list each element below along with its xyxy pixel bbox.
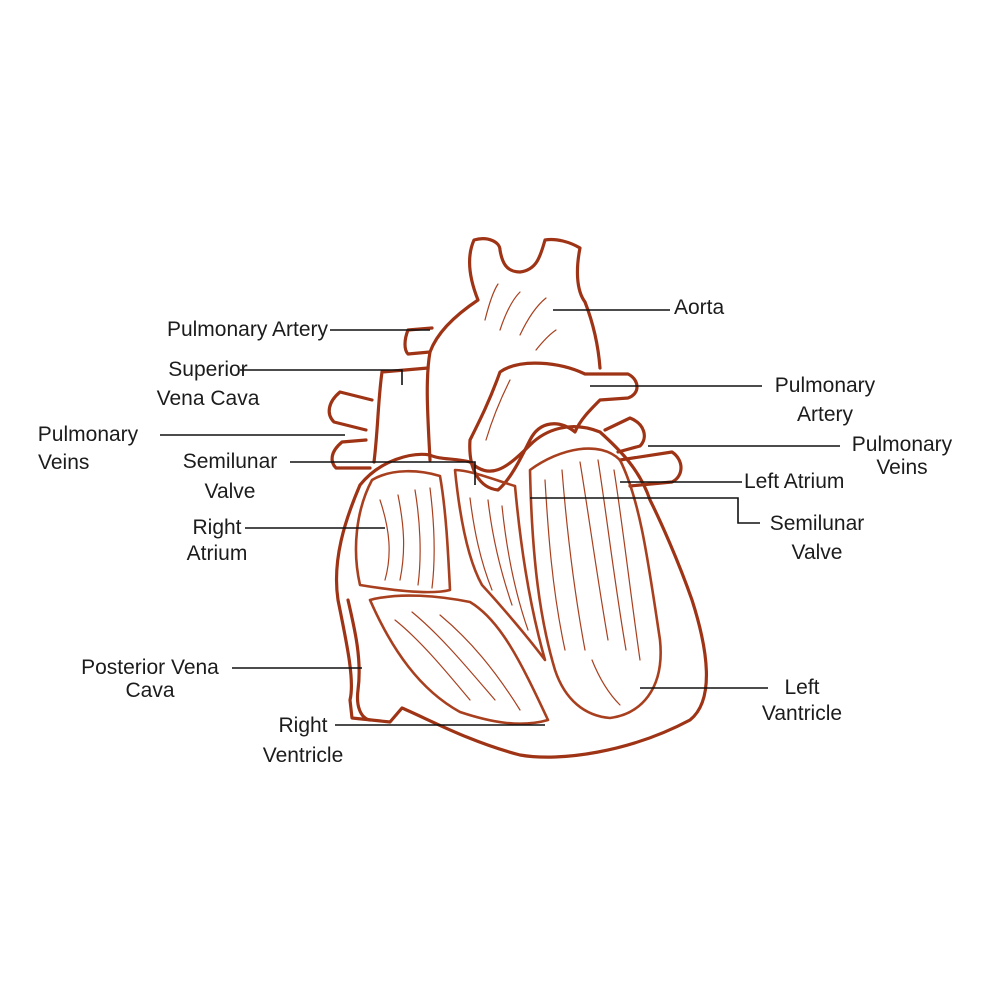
aorta-outline: [425, 237, 602, 462]
label-semilunar-valve-left: Semilunar Valve: [160, 449, 300, 505]
label-line: Veins: [38, 451, 90, 474]
leader-lines: [160, 309, 840, 726]
superior-vena-cava-outline: [372, 366, 430, 464]
leader-semilunar-valve-right: [530, 497, 760, 524]
label-line: Valve: [791, 541, 843, 564]
label-line: Cava: [125, 679, 175, 702]
label-pulmonary-veins-left: Pulmonary Veins: [18, 422, 158, 476]
posterior-vena-cava-outline: [346, 598, 372, 722]
label-line: Valve: [204, 480, 256, 503]
label-pulmonary-artery-right: Pulmonary Artery: [750, 373, 900, 428]
label-right-atrium: Right Atrium: [162, 515, 272, 567]
label-line: Pulmonary: [851, 433, 953, 456]
leader-superior-vena-cava: [240, 369, 403, 385]
label-line: Posterior Vena: [81, 656, 219, 679]
label-line: Left Atrium: [744, 470, 845, 493]
label-line: Ventricle: [262, 744, 344, 767]
label-line: Right: [192, 516, 242, 539]
leader-semilunar-valve-left: [290, 461, 476, 485]
label-line: Vantricle: [761, 702, 843, 725]
label-left-ventricle: Left Vantricle: [742, 675, 862, 727]
heart-outer-contour: [334, 425, 708, 759]
label-left-atrium: Left Atrium: [744, 469, 884, 495]
pulmonary-veins-left-outline: [327, 390, 374, 470]
label-line: Left: [784, 676, 820, 699]
label-line: Right: [278, 714, 328, 737]
label-line: Pulmonary Artery: [166, 318, 328, 341]
heart-illustration: [327, 237, 708, 759]
label-aorta: Aorta: [674, 295, 774, 321]
label-semilunar-valve-right: Semilunar Valve: [752, 511, 882, 566]
label-line: Artery: [796, 403, 853, 426]
left-ventricle-chamber: [528, 447, 662, 720]
label-line: Vena Cava: [156, 387, 260, 410]
label-line: Pulmonary: [774, 374, 876, 397]
label-line: Aorta: [674, 296, 725, 319]
label-line: Pulmonary: [37, 423, 139, 446]
right-ventricle-chamber: [368, 594, 550, 725]
label-line: Semilunar: [182, 450, 278, 473]
label-pulmonary-artery-left: Pulmonary Artery: [110, 317, 328, 343]
label-line: Atrium: [186, 542, 248, 565]
label-line: Superior: [168, 358, 248, 381]
label-superior-vena-cava: Superior Vena Cava: [118, 357, 298, 412]
label-posterior-vena-cava: Posterior Vena Cava: [50, 655, 250, 704]
pulmonary-trunk-outline: [468, 361, 639, 492]
pulmonary-artery-left-outline: [403, 326, 434, 356]
pulmonary-veins-right-outline: [603, 416, 683, 488]
label-line: Semilunar: [769, 512, 865, 535]
label-line: Veins: [876, 456, 928, 479]
septum-chamber: [453, 468, 547, 662]
label-pulmonary-veins-right: Pulmonary Veins: [832, 432, 972, 481]
muscle-fibres: [379, 283, 641, 711]
right-atrium-chamber: [354, 469, 452, 594]
label-right-ventricle: Right Ventricle: [238, 713, 368, 769]
